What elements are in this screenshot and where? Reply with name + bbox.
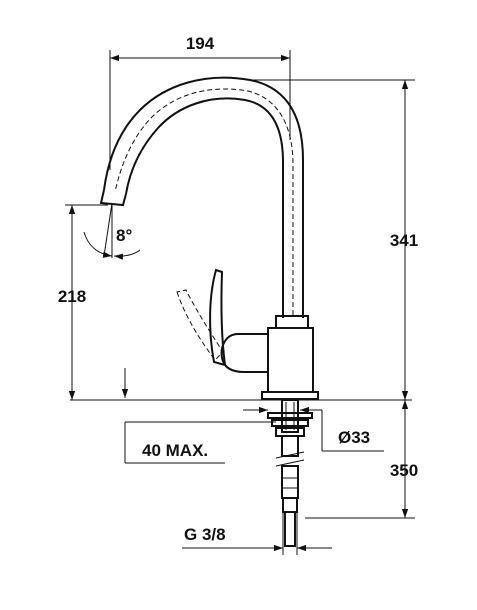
spout-angle-label: 8° (116, 226, 132, 245)
max-deck-thickness-label: 40 MAX. (142, 441, 208, 460)
dimension-spout-height: 218 (58, 204, 108, 400)
hose-length-label: 350 (390, 461, 418, 480)
faucet-outline (70, 76, 412, 547)
spout-height-label: 218 (58, 287, 86, 306)
dimension-spout-reach: 194 (109, 34, 291, 170)
dimension-total-height: 341 (250, 79, 418, 400)
spout-reach-label: 194 (186, 34, 215, 53)
hole-diameter-label: Ø33 (338, 428, 370, 447)
dimension-thread: G 3/8 (182, 510, 332, 555)
total-height-label: 341 (390, 231, 418, 250)
dimension-spout-angle: 8° (83, 202, 141, 260)
dimension-max-deck-thickness: 40 MAX. (121, 368, 276, 464)
dimension-hole-diameter: Ø33 (300, 406, 384, 452)
dimension-hose-length: 350 (305, 400, 418, 519)
thread-label: G 3/8 (184, 525, 226, 544)
